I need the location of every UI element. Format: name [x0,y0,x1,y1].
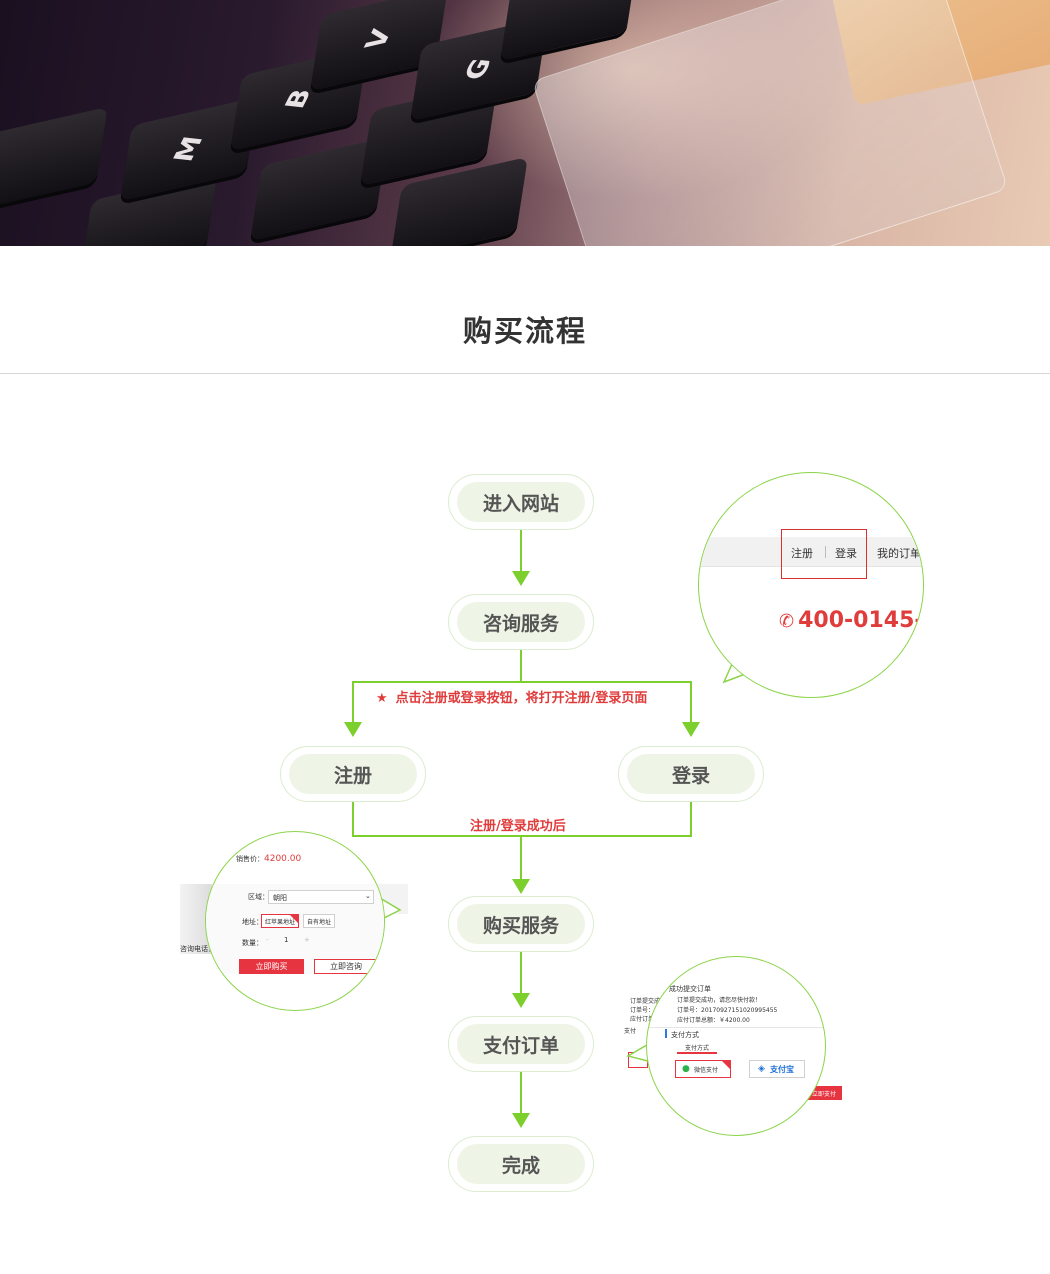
wechat-icon: ● [682,1064,690,1074]
price-label: 销售价： [236,855,264,863]
alipay-option[interactable]: ◈ 支付宝 [749,1060,805,1078]
connector [520,1069,522,1119]
callout-login-bar: 注册 登录 我的订单 ✆400-0145-698 [698,472,924,698]
connector [352,681,692,683]
address-option-selected[interactable]: 红苹果地址 [261,914,299,928]
region-select[interactable]: 朝阳 ⌄ [268,890,374,904]
flow-step-label: 完成 [457,1144,585,1184]
arrow-down [512,571,530,586]
flow-step-label: 进入网站 [457,482,585,522]
address-option[interactable]: 自有地址 [303,914,335,928]
arrow-down [512,879,530,894]
flow-step-label: 登录 [627,754,755,794]
flow-step-label: 支付订单 [457,1024,585,1064]
login-link[interactable]: 登录 [835,547,857,560]
connector [352,681,354,729]
confirm-strip-text: 立即支付 [812,1091,837,1098]
connector [352,835,692,837]
merge-note: 注册/登录成功后 [470,819,566,834]
pay-line: 应付订单总额：￥4200.00 [677,1017,750,1024]
qty-minus-button[interactable]: - [266,936,269,944]
pay-method-header: 支付方式 [671,1031,699,1039]
section-divider [0,373,1050,374]
address-option-label: 自有地址 [307,919,332,926]
wechat-label: 微信支付 [694,1067,719,1074]
address-option-label: 红苹果地址 [265,919,296,926]
consult-now-button[interactable]: 立即咨询 [314,959,378,974]
topbar-strip [699,537,923,567]
side-line: 应付订单总额 [630,1016,667,1023]
orders-link[interactable]: 我的订单 [877,547,921,560]
chevron-down-icon: ⌄ [365,892,371,900]
section-title: 购买流程 [462,314,587,348]
arrow-down [512,1113,530,1128]
tab-underline [677,1052,717,1054]
flow-step-label: 购买服务 [457,904,585,944]
alipay-icon: ◈ [758,1064,765,1074]
pay-method-tab[interactable]: 支付方式 [685,1045,710,1052]
pay-method-marker [665,1029,667,1038]
link-separator [825,546,826,558]
flow-step-login: 登录 [618,746,764,802]
pay-title: 成功提交订单 [669,985,711,993]
side-line: 订单提交成功 [630,998,667,1005]
register-link[interactable]: 注册 [791,547,813,560]
flow-step-done: 完成 [448,1136,594,1192]
branch-note-text: 点击注册或登录按钮，将打开注册/登录页面 [395,691,648,706]
address-label: 地址： [242,918,263,926]
pay-line: 订单号：20170927151020995455 [677,1007,778,1014]
connector [520,835,522,883]
side-line: 支付 [624,1028,637,1035]
highlight-box [781,529,867,579]
callout-tail [380,897,402,921]
pay-line: 订单提交成功，请您尽快付款！ [677,997,762,1004]
flow-step-label: 咨询服务 [457,602,585,642]
pay-divider [647,1027,825,1028]
arrow-down [682,722,700,737]
callout-buy-form: 销售价：4200.00 区域： 朝阳 ⌄ 地址： 红苹果地址 自有地址 数量： … [205,831,385,1011]
connector [690,681,692,729]
side-phone: 咨询电话：4 [180,945,220,953]
flow-step-buy: 购买服务 [448,896,594,952]
price-row: 销售价：4200.00 [236,854,301,864]
wechat-pay-option[interactable]: ● 微信支付 [675,1060,731,1078]
qty-stepper[interactable]: - 1 + [262,935,312,948]
callout-payment: 成功提交订单 订单提交成功，请您尽快付款！ 订单号：20170927151020… [646,956,826,1136]
qty-plus-button[interactable]: + [304,936,310,944]
arrow-down [344,722,362,737]
flow-step-register: 注册 [280,746,426,802]
flow-step-enter-site: 进入网站 [448,474,594,530]
hero-banner: M B V G [0,0,1050,246]
phone-icon: ✆ [779,611,795,632]
connector [520,527,522,581]
selected-corner [722,1061,730,1069]
qty-label: 数量： [242,939,263,947]
buy-now-button[interactable]: 立即购买 [239,959,304,974]
side-line: 订单号：20 [630,1007,662,1014]
price-value: 4200.00 [264,854,302,864]
alipay-label: 支付宝 [770,1065,794,1074]
arrow-down [512,993,530,1008]
connector [520,949,522,999]
selected-corner [290,915,298,923]
hotline: ✆400-0145-698 [779,608,924,633]
hotline-number: 400-0145-698 [798,608,924,633]
flow-step-label: 注册 [289,754,417,794]
region-label: 区域： [248,893,269,901]
qty-value: 1 [284,936,289,944]
flow-step-pay: 支付订单 [448,1016,594,1072]
hero-key [0,106,108,212]
connector [352,799,354,837]
connector [690,799,692,837]
region-value: 朝阳 [273,894,287,902]
branch-note: ★点击注册或登录按钮，将打开注册/登录页面 [376,691,648,706]
connector [520,647,522,683]
flow-step-consult: 咨询服务 [448,594,594,650]
